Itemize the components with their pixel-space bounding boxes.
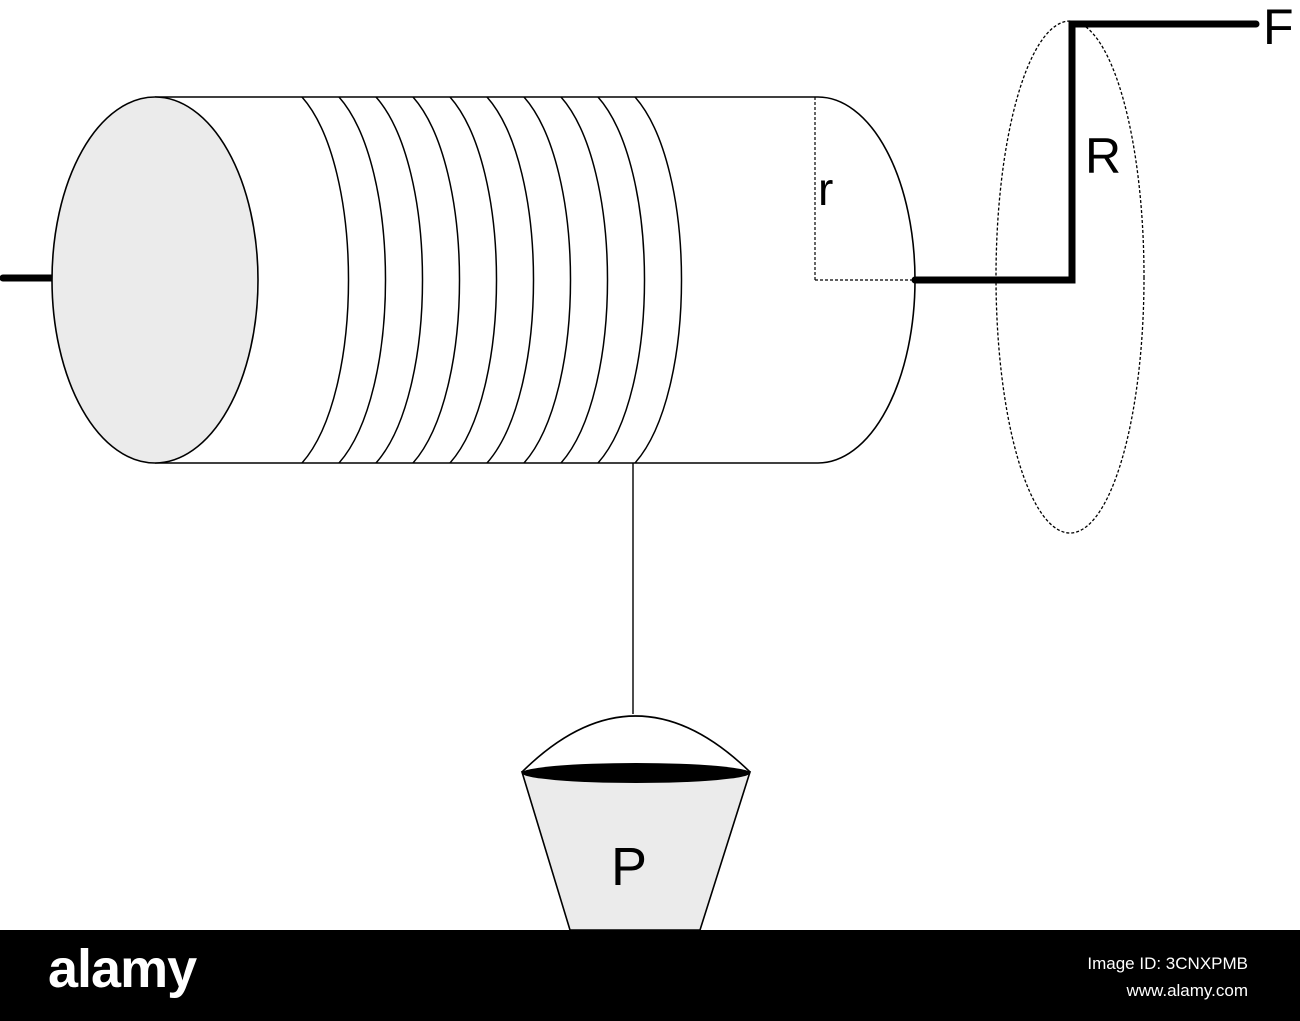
rope-wrap	[634, 96, 683, 464]
alamy-logo: alamy	[48, 939, 197, 999]
rope-wrap	[597, 96, 646, 464]
cylinder	[51, 96, 916, 464]
crank-handle	[911, 20, 1260, 284]
rope-wrap	[338, 96, 387, 464]
rope-wrap	[375, 96, 424, 464]
label-r: r	[818, 163, 833, 215]
bucket-lid	[521, 715, 751, 773]
bucket-rim	[522, 763, 750, 783]
footer-image-info: Image ID: 3CNXPMB www.alamy.com	[1087, 950, 1248, 1004]
rope-wrap	[301, 96, 350, 464]
rope-wrap	[412, 96, 461, 464]
cylinder-left-face	[51, 96, 259, 464]
radius-r-indicator	[814, 97, 915, 281]
rope-wraps	[301, 96, 683, 464]
crank-path-ellipse	[995, 20, 1145, 534]
label-F: F	[1263, 0, 1294, 55]
stock-footer-bar: alamy Image ID: 3CNXPMB www.alamy.com	[0, 930, 1300, 1021]
site-url-text: www.alamy.com	[1126, 981, 1248, 1000]
windlass-diagram: r R F P	[0, 0, 1294, 930]
rope-wrap	[449, 96, 498, 464]
label-P: P	[611, 837, 647, 897]
label-R: R	[1085, 128, 1121, 184]
bucket	[520, 715, 752, 930]
image-id-text: Image ID: 3CNXPMB	[1087, 954, 1248, 973]
rope-wrap	[486, 96, 535, 464]
rope-wrap	[523, 96, 572, 464]
rope-wrap	[560, 96, 609, 464]
